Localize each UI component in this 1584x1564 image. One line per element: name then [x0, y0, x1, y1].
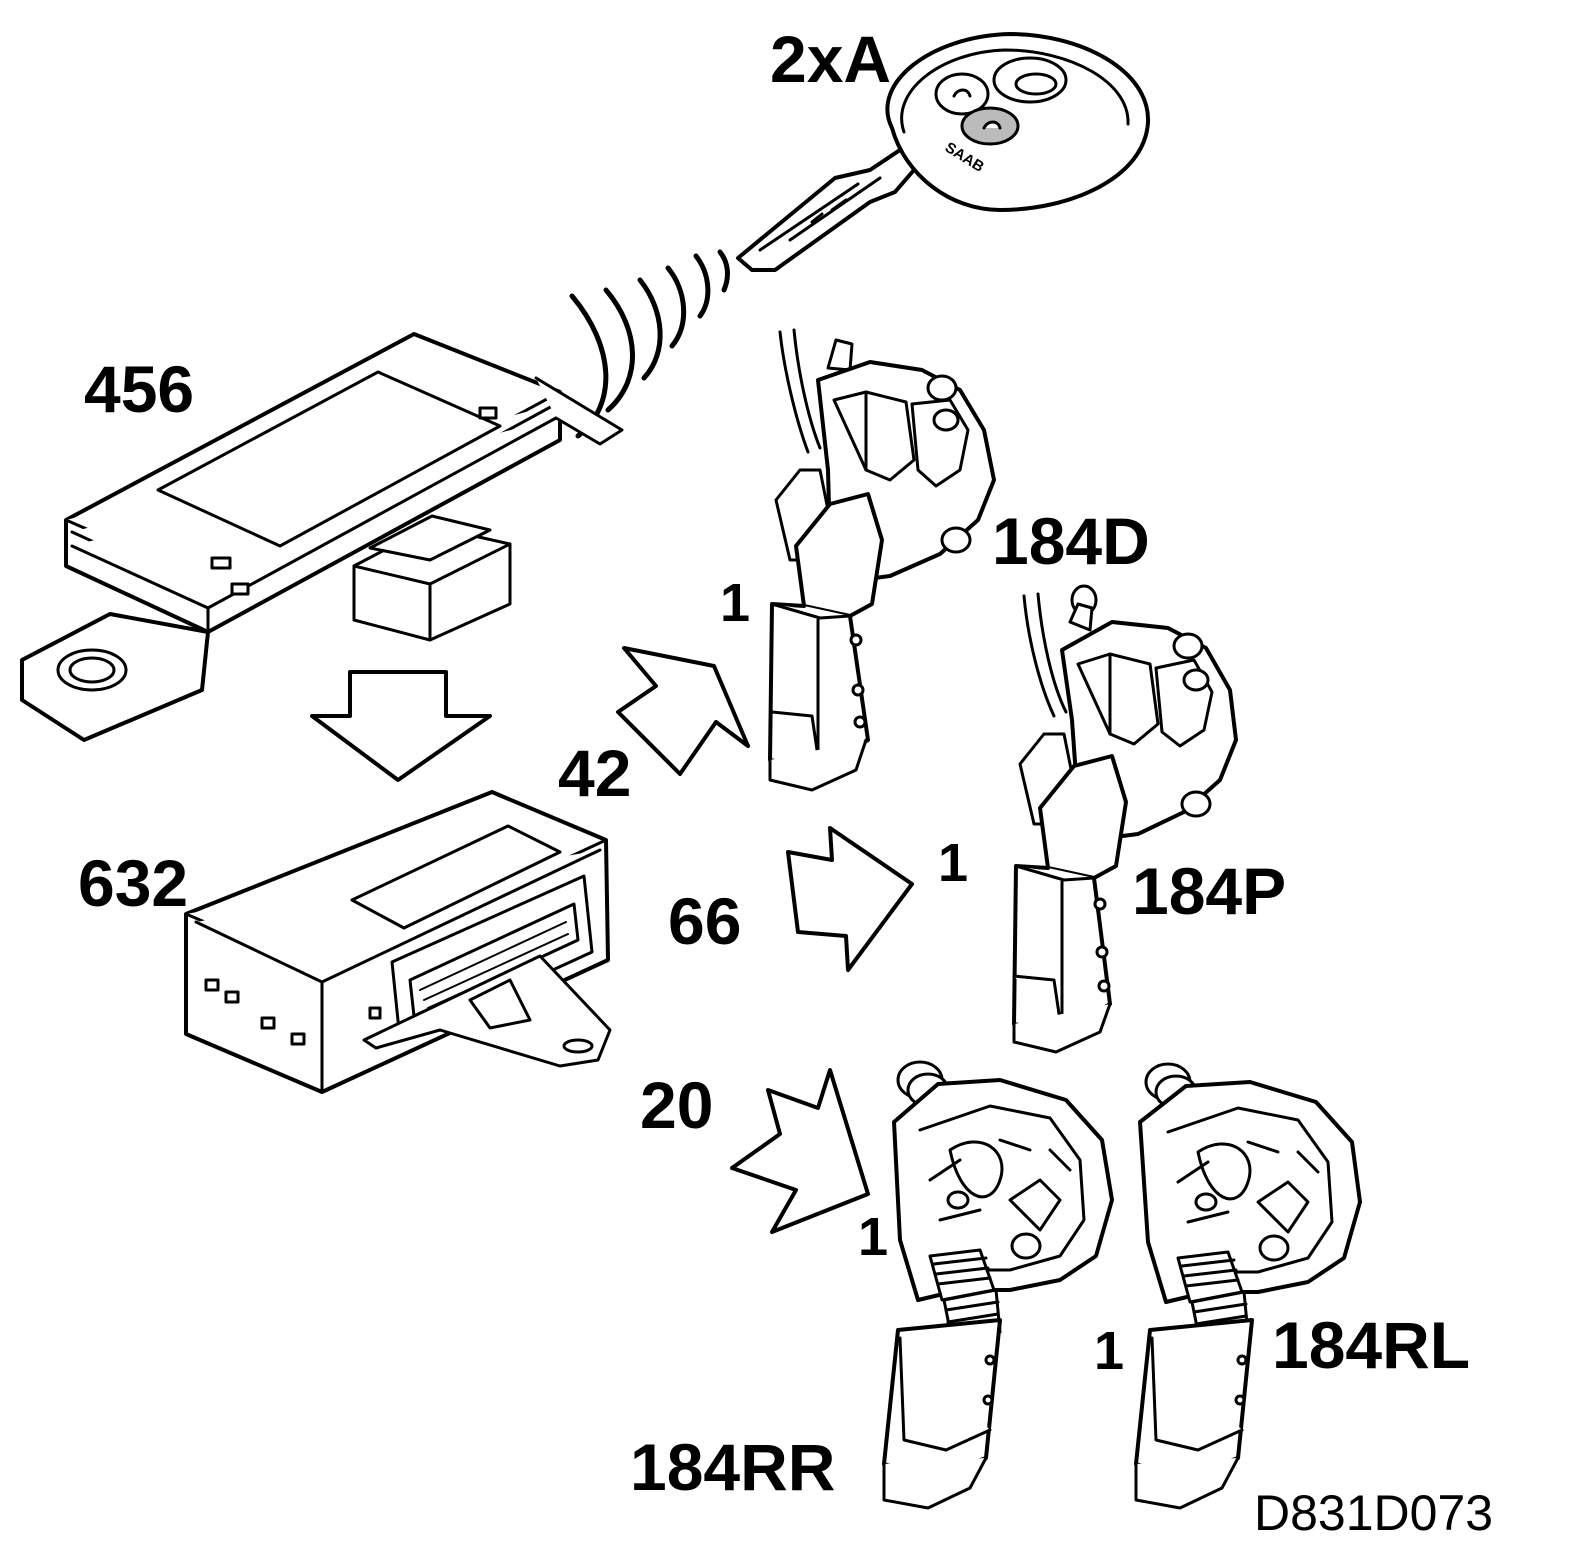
connector-label-driver: 1	[720, 573, 751, 633]
lock-actuator-rear-left	[1136, 1064, 1360, 1508]
arrow-to-front-left	[618, 648, 748, 774]
receiver-module	[22, 334, 622, 740]
lock-label-driver: 184D	[992, 504, 1150, 578]
lock-actuator-front-left	[770, 330, 994, 790]
remote-key	[738, 34, 1148, 270]
lock-label-passenger: 184P	[1132, 854, 1287, 928]
connector-label-rear-left: 1	[1094, 1321, 1125, 1381]
central-control-module	[186, 792, 610, 1092]
arrow-to-rear	[732, 1070, 868, 1232]
wire-label-rear: 20	[640, 1068, 714, 1142]
arrow-to-front-right	[788, 828, 912, 970]
lock-label-rear-left: 184RL	[1272, 1308, 1471, 1382]
lock-actuator-front-right	[1014, 586, 1236, 1052]
connector-label-passenger: 1	[938, 833, 969, 893]
wire-label-front: 42	[558, 736, 632, 810]
radio-signal-waves	[572, 252, 727, 436]
figure-reference: D831D073	[1254, 1485, 1494, 1541]
control-module-label: 632	[78, 846, 189, 920]
lock-label-rear-right: 184RR	[630, 1430, 836, 1504]
wire-label-mid: 66	[668, 884, 742, 958]
key-label: 2xA	[770, 22, 892, 96]
down-arrow	[312, 672, 490, 780]
connector-label-rear-right: 1	[858, 1207, 889, 1267]
receiver-label: 456	[84, 352, 195, 426]
lock-actuator-rear-right	[884, 1062, 1112, 1508]
